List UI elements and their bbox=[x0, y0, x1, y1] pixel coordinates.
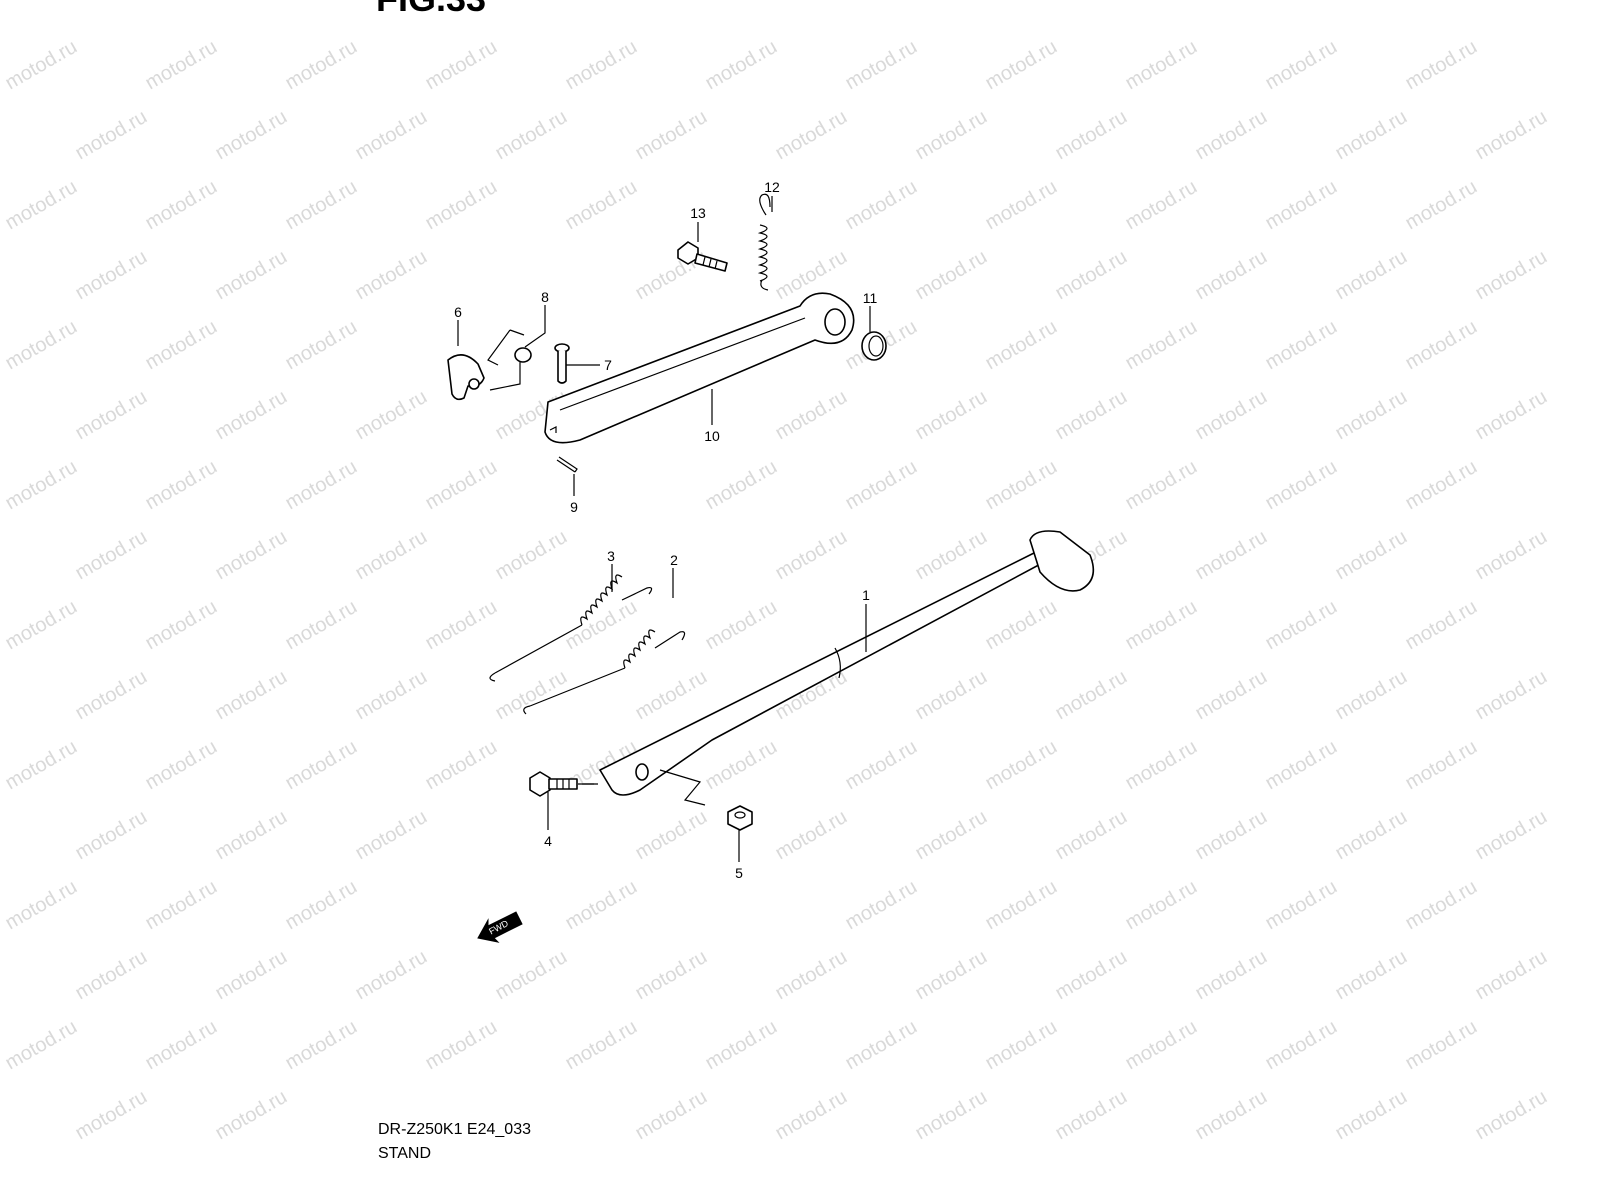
callout-10: 10 bbox=[704, 428, 720, 444]
callout-12: 12 bbox=[764, 179, 780, 195]
model-code: DR-Z250K1 E24_033 bbox=[378, 1121, 531, 1138]
part-1-side-stand[interactable] bbox=[599, 530, 1095, 806]
part-8-screw[interactable] bbox=[487, 329, 532, 391]
part-5-nut[interactable] bbox=[727, 805, 753, 831]
part-3-spring[interactable] bbox=[489, 574, 653, 682]
part-12-spring[interactable] bbox=[757, 193, 771, 291]
part-4-bolt[interactable] bbox=[529, 771, 594, 797]
part-7-pin[interactable] bbox=[554, 343, 570, 384]
callout-9: 9 bbox=[570, 499, 578, 515]
callout-13: 13 bbox=[690, 205, 706, 221]
leader-lines bbox=[457, 196, 871, 862]
callout-5: 5 bbox=[735, 865, 743, 881]
callout-6: 6 bbox=[454, 304, 462, 320]
callout-8: 8 bbox=[541, 289, 549, 305]
callout-1: 1 bbox=[862, 587, 870, 603]
part-11-washer[interactable] bbox=[861, 331, 887, 361]
part-2-spring[interactable] bbox=[523, 629, 686, 715]
figure-title: FIG.33 bbox=[376, 0, 486, 20]
part-9-cotter-pin[interactable] bbox=[556, 456, 578, 473]
fwd-arrow-icon: FWD bbox=[477, 911, 523, 943]
callout-11: 11 bbox=[863, 290, 878, 306]
part-10-stand-bracket[interactable] bbox=[544, 292, 855, 444]
callout-7: 7 bbox=[604, 357, 612, 373]
part-6-switch[interactable] bbox=[447, 354, 485, 401]
part-13-bolt[interactable] bbox=[677, 241, 728, 272]
section-name: STAND bbox=[378, 1145, 432, 1162]
callout-3: 3 bbox=[607, 548, 615, 564]
callout-2: 2 bbox=[670, 552, 678, 568]
callout-4: 4 bbox=[544, 833, 552, 849]
callout-numbers: 1 2 3 4 5 6 7 8 9 10 11 12 13 bbox=[454, 179, 877, 881]
